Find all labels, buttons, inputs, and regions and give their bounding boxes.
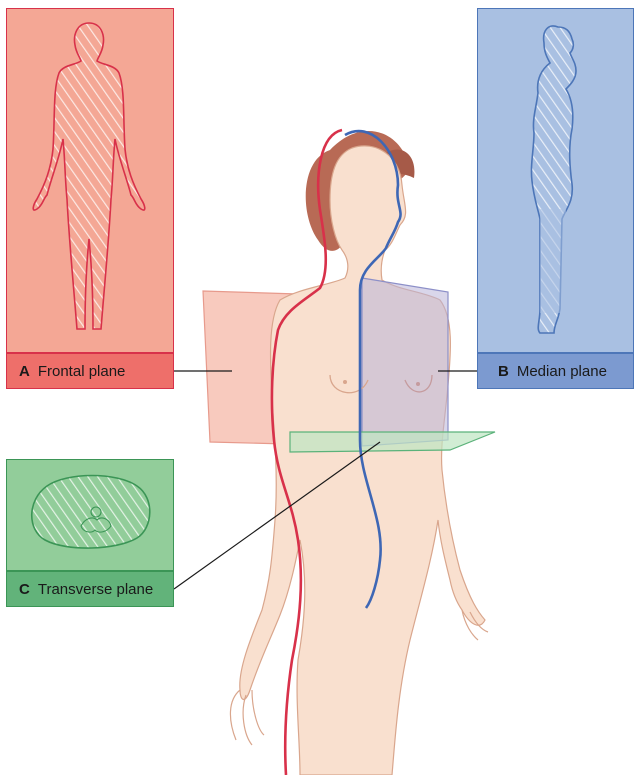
median-body-outline — [478, 9, 632, 351]
frontal-plane-text: Frontal plane — [38, 363, 126, 380]
median-plane — [362, 278, 448, 446]
transverse-section-outline — [7, 460, 172, 569]
transverse-plane-text: Transverse plane — [38, 581, 153, 598]
median-plane-panel — [477, 8, 634, 353]
transverse-plane — [290, 432, 495, 452]
frontal-plane-letter: A — [19, 363, 30, 380]
median-plane-letter: B — [498, 363, 509, 380]
frontal-plane-label: A Frontal plane — [6, 353, 174, 389]
transverse-plane-letter: C — [19, 581, 30, 598]
frontal-plane-panel — [6, 8, 174, 353]
median-plane-text: Median plane — [517, 363, 607, 380]
median-plane-label: B Median plane — [477, 353, 634, 389]
transverse-plane-label: C Transverse plane — [6, 571, 174, 607]
frontal-body-outline — [7, 9, 172, 351]
transverse-plane-panel — [6, 459, 174, 571]
